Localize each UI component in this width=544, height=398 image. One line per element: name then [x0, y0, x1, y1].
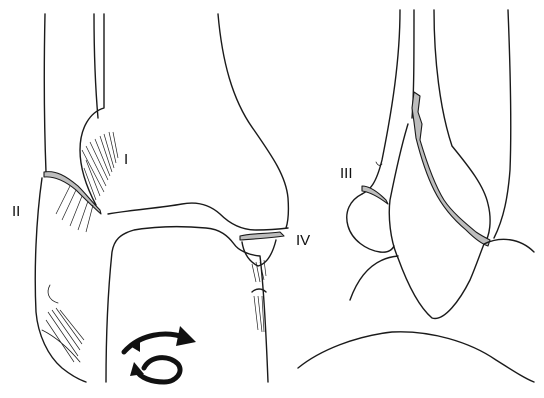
- label-stage-3: III: [340, 165, 353, 182]
- ankle-ap-view: I II IV: [12, 14, 310, 382]
- label-stage-2: II: [12, 203, 20, 220]
- label-stage-1: I: [124, 151, 128, 168]
- ankle-lateral-view: III: [298, 10, 534, 382]
- rotation-arrows-icon: [124, 326, 196, 382]
- tibia: [80, 14, 288, 230]
- lateral-fibula: [347, 10, 414, 252]
- label-stage-4: IV: [296, 232, 310, 249]
- lateral-tibia: [389, 10, 511, 318]
- ligament-hatching: [46, 132, 266, 362]
- lateral-talus: [298, 239, 534, 382]
